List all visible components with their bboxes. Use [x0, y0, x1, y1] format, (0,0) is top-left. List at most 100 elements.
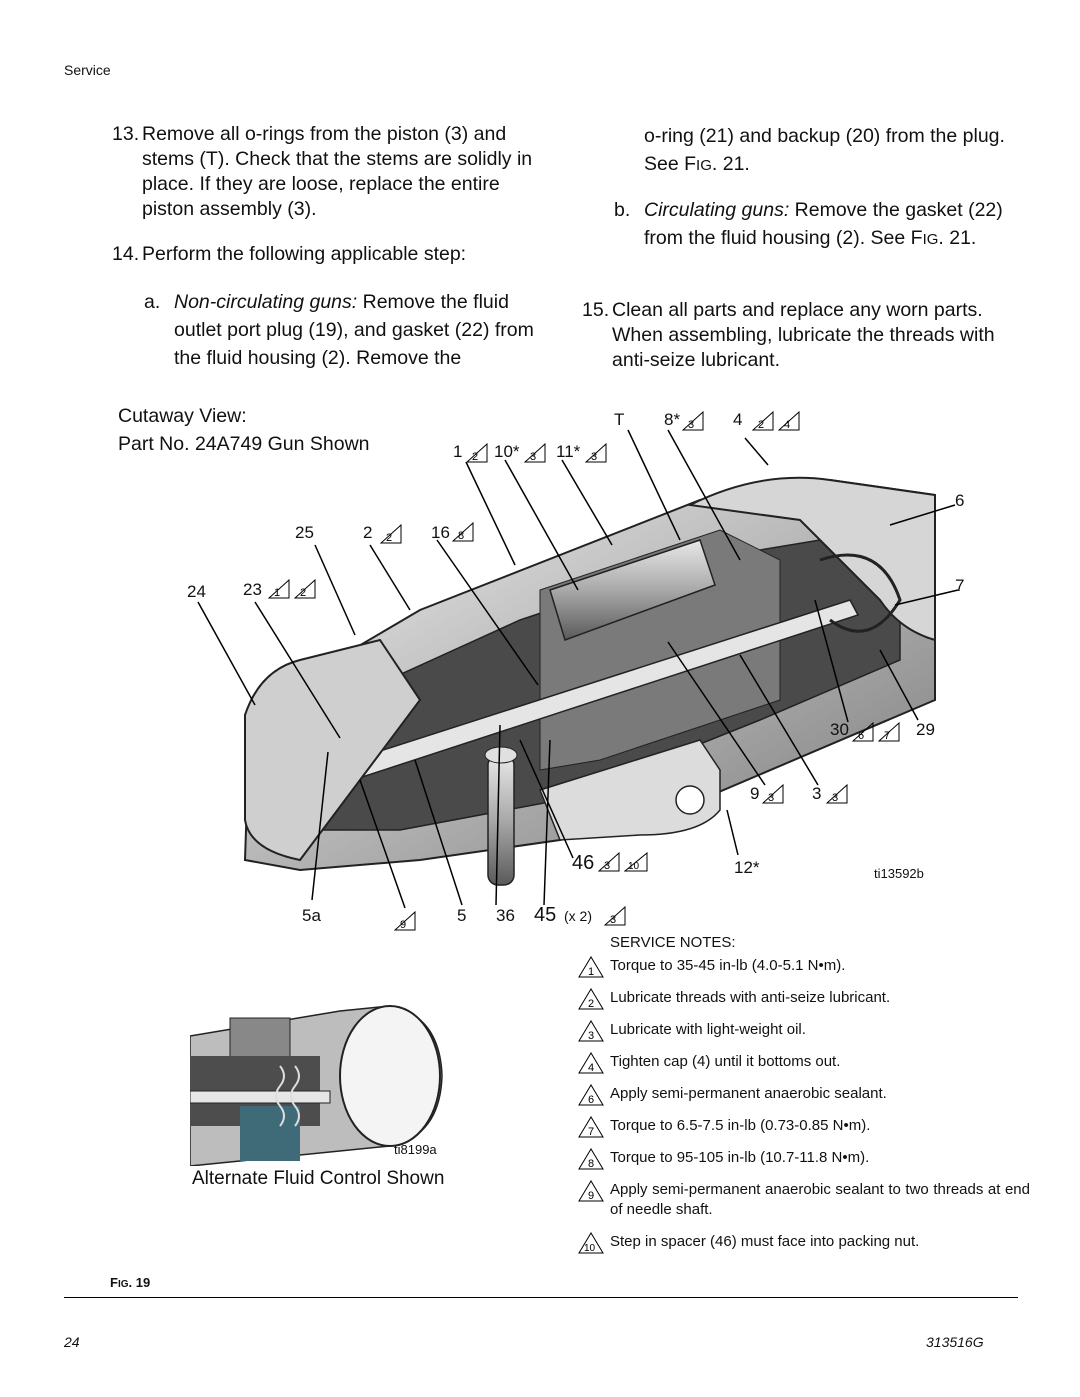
service-note: 9 Apply semi-permanent anaerobic sealant …	[578, 1180, 1030, 1220]
note-text: Step in spacer (46) must face into packi…	[610, 1233, 920, 1250]
svg-text:6: 6	[858, 730, 864, 742]
callout-5a: 5a	[302, 906, 321, 925]
triangle-9-icon: 9	[394, 911, 416, 931]
triangle-2-icon: 2	[752, 411, 774, 431]
callout-11: 11*	[556, 442, 581, 461]
note-text: Lubricate with light-weight oil.	[610, 1021, 806, 1038]
callout-12: 12*	[734, 858, 760, 877]
step-text: Remove all o-rings from the piston (3) a…	[142, 123, 533, 220]
caption-line-1: Cutaway View:	[118, 405, 247, 427]
triangle-2-icon: 2	[294, 579, 316, 599]
fig-label-small: IG	[117, 1279, 129, 1290]
note-warning-triangle-icon: 6	[578, 1084, 604, 1106]
step-text: Clean all parts and replace any worn par…	[612, 299, 995, 371]
triangle-1-icon: 1	[268, 579, 290, 599]
step-italic: Circulating guns:	[644, 199, 790, 221]
figure-caption: Cutaway View: Part No. 24A749 Gun Shown	[118, 402, 370, 458]
caption-line-2: Part No. 24A749 Gun Shown	[118, 433, 370, 455]
step-number: 14.	[112, 243, 140, 265]
triangle-6-icon: 6	[852, 722, 874, 742]
service-note: 4 Tighten cap (4) until it bottoms out.	[578, 1052, 1030, 1074]
note-number: 7	[588, 1126, 594, 1138]
step-body: o-ring (21) and backup (20) from the plu…	[644, 125, 1005, 175]
gun-body	[243, 476, 936, 886]
triangle-2-icon: 2	[466, 443, 488, 463]
service-note: 3 Lubricate with light-weight oil.	[578, 1020, 1030, 1042]
callout-9: 9	[750, 784, 760, 803]
note-text: Torque to 35-45 in-lb (4.0-5.1 N•m).	[610, 957, 846, 974]
figure-label: FIG. 19	[110, 1275, 150, 1290]
fig-ref-small: IG	[696, 157, 712, 174]
note-text: Torque to 6.5-7.5 in-lb (0.73-0.85 N•m).	[610, 1117, 871, 1134]
note-warning-triangle-icon: 2	[578, 988, 604, 1010]
note-number: 9	[588, 1190, 594, 1202]
triangle-3-icon: 3	[826, 784, 848, 804]
triangle-10-icon: 10	[624, 852, 648, 872]
triangle-7-icon: 7	[878, 722, 900, 742]
note-number: 1	[588, 966, 594, 978]
svg-text:3: 3	[530, 451, 536, 463]
step-14: 14. Perform the following applicable ste…	[112, 242, 552, 267]
inset-caption: Alternate Fluid Control Shown	[192, 1168, 445, 1189]
svg-text:3: 3	[768, 792, 774, 804]
fig-ref-number: . 21.	[711, 153, 750, 175]
svg-text:2: 2	[758, 419, 764, 431]
triangle-3-icon: 3	[598, 852, 620, 872]
svg-text:4: 4	[784, 419, 790, 431]
step-13: 13. Remove all o-rings from the piston (…	[112, 122, 552, 222]
triangle-3-icon: 3	[524, 443, 546, 463]
note-text: Apply semi-permanent anaerobic sealant.	[610, 1085, 887, 1102]
callout-2: 2	[363, 523, 373, 542]
note-warning-triangle-icon: 7	[578, 1116, 604, 1138]
fig-label-number: . 19	[128, 1275, 151, 1290]
svg-text:2: 2	[386, 532, 392, 544]
callout-45: 45	[534, 904, 557, 926]
section-header: Service	[64, 62, 111, 78]
step-14a-continued: o-ring (21) and backup (20) from the plu…	[644, 122, 1024, 180]
step-text: Perform the following applicable step:	[142, 243, 467, 265]
note-warning-triangle-icon: 3	[578, 1020, 604, 1042]
svg-text:9: 9	[400, 919, 406, 931]
step-text: Non-circulating guns: Remove the fluid o…	[174, 288, 554, 372]
callout-1: 1	[453, 442, 463, 461]
fig-ref-f: F	[910, 227, 923, 249]
svg-text:7: 7	[884, 730, 890, 742]
callout-24: 24	[187, 582, 206, 601]
fig-ref-f: F	[684, 153, 697, 175]
triangle-3-icon: 3	[682, 411, 704, 431]
note-text: Apply semi-permanent anaerobic sealant t…	[610, 1181, 1030, 1218]
step-number: 15.	[582, 299, 610, 321]
svg-text:3: 3	[591, 451, 597, 463]
svg-text:3: 3	[604, 860, 610, 872]
callout-5: 5	[457, 906, 467, 925]
service-note: 1 Torque to 35-45 in-lb (4.0-5.1 N•m).	[578, 956, 1030, 978]
triangle-2-icon: 2	[380, 524, 402, 544]
page-number: 24	[64, 1334, 80, 1350]
alternate-fluid-control-illustration	[190, 1005, 443, 1166]
document-number: 313516G	[926, 1334, 984, 1350]
fig-ref-number: . 21.	[938, 227, 977, 249]
note-warning-triangle-icon: 4	[578, 1052, 604, 1074]
fig-ref-small: IG	[922, 231, 939, 248]
step-14b: b. Circulating guns: Remove the gasket (…	[614, 196, 1024, 254]
triangle-8-icon: 8	[452, 522, 474, 542]
note-warning-triangle-icon: 8	[578, 1148, 604, 1170]
note-number: 3	[588, 1030, 594, 1042]
step-number: 13.	[112, 123, 140, 145]
svg-text:2: 2	[300, 587, 306, 599]
note-text: Tighten cap (4) until it bottoms out.	[610, 1053, 841, 1070]
callout-45-qty: (x 2)	[564, 908, 592, 924]
svg-text:3: 3	[610, 914, 616, 926]
image-id-main: ti13592b	[874, 866, 924, 881]
callout-30: 30	[830, 720, 849, 739]
triangle-3-icon: 3	[604, 906, 626, 926]
callout-6: 6	[955, 491, 965, 510]
footer-divider	[64, 1297, 1018, 1298]
svg-text:1: 1	[274, 587, 280, 599]
callout-29: 29	[916, 720, 935, 739]
svg-text:2: 2	[472, 451, 478, 463]
note-number: 6	[588, 1094, 594, 1106]
